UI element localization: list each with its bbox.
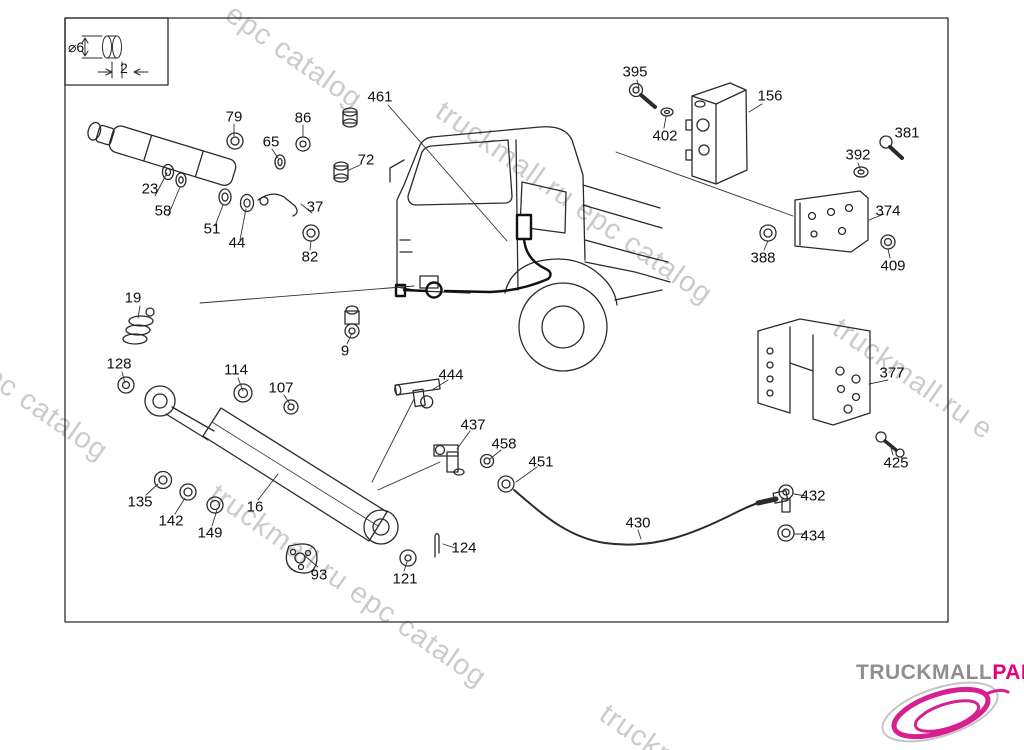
- part-label-82: 82: [301, 248, 319, 266]
- part-label-149: 149: [197, 524, 223, 542]
- part-label-44: 44: [228, 234, 246, 252]
- part-label-392: 392: [845, 146, 871, 164]
- nut-434-drawing: [777, 524, 795, 542]
- part-label-72: 72: [357, 151, 375, 169]
- part-label-437: 437: [460, 416, 486, 434]
- diagram-border: [64, 17, 949, 623]
- part-label-377: 377: [879, 364, 905, 382]
- truckmall-swirl-icon: [881, 681, 1010, 743]
- part-label-444: 444: [438, 366, 464, 384]
- part-label-458: 458: [491, 435, 517, 453]
- part-label-135: 135: [127, 493, 153, 511]
- part-label-434: 434: [800, 527, 826, 545]
- part-label-107: 107: [268, 379, 294, 397]
- part-label-79: 79: [225, 108, 243, 126]
- brand-logo-primary: TRUCKMALL: [856, 661, 993, 684]
- part-label-128: 128: [106, 355, 132, 373]
- part-label-381: 381: [894, 124, 920, 142]
- leader-lines: [121, 79, 894, 572]
- bracket-377-drawing: [757, 318, 905, 458]
- bracket-374-drawing: [759, 135, 904, 253]
- tilt-pump-drawing: [87, 107, 358, 242]
- part-label-114: 114: [224, 361, 248, 379]
- part-label-65: 65: [262, 133, 280, 151]
- part-label-93: 93: [310, 566, 328, 584]
- part-label-402: 402: [652, 127, 678, 145]
- part-label-461: 461: [367, 88, 393, 106]
- part-label-16: 16: [246, 498, 264, 516]
- legend-drawing: [81, 35, 149, 79]
- part-label-124: 124: [451, 539, 477, 557]
- brand-logo: TRUCKMALLPARTS: [856, 661, 1024, 685]
- hydraulic-pipe-drawing: [394, 213, 552, 299]
- part-label-156: 156: [757, 87, 783, 105]
- part-label-425: 425: [883, 454, 909, 472]
- legend-thickness-label: 2: [120, 60, 128, 76]
- part-label-142: 142: [158, 512, 184, 530]
- brand-logo-accent: PARTS: [992, 661, 1024, 684]
- part-label-86: 86: [294, 109, 312, 127]
- part-label-395: 395: [622, 63, 648, 81]
- part-label-430: 430: [625, 514, 651, 532]
- part-label-121: 121: [392, 570, 418, 588]
- part-label-23: 23: [141, 180, 159, 198]
- part-label-432: 432: [800, 487, 826, 505]
- part-label-58: 58: [154, 202, 172, 220]
- part-label-19: 19: [124, 289, 142, 307]
- part-label-37: 37: [306, 198, 324, 216]
- part-label-451: 451: [528, 453, 554, 471]
- valve-block-drawing: [628, 82, 748, 185]
- part-label-51: 51: [203, 220, 221, 238]
- part-label-374: 374: [875, 202, 901, 220]
- part-label-409: 409: [880, 257, 906, 275]
- legend-diameter-label: ⌀6: [68, 39, 85, 55]
- bolt-432-drawing: [778, 484, 794, 513]
- part-label-388: 388: [750, 249, 776, 267]
- part-label-9: 9: [340, 342, 350, 360]
- tilt-cylinder-drawing: [117, 307, 440, 574]
